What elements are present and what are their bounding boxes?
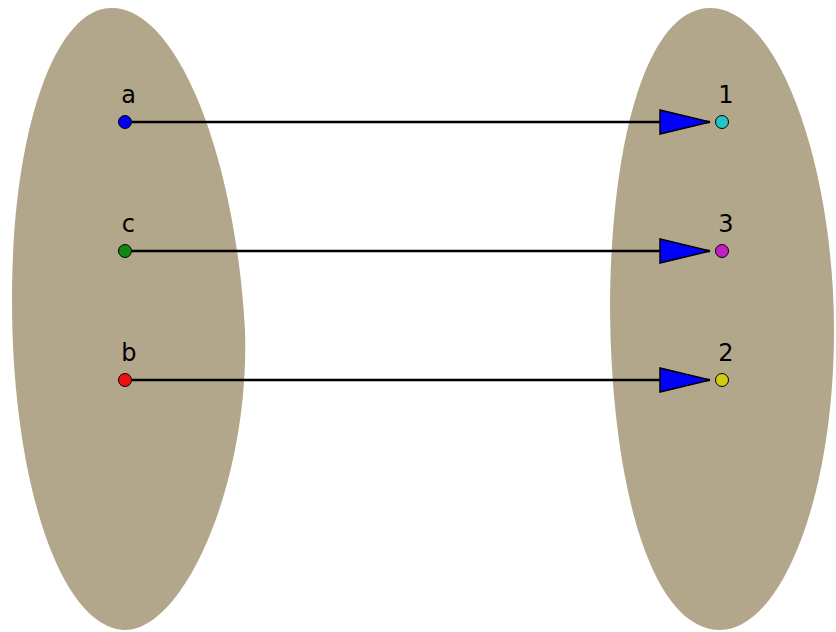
set-element: a — [118, 115, 132, 129]
element-label: b — [121, 339, 136, 367]
mapping-arrow — [132, 110, 710, 134]
element-label: 2 — [718, 339, 733, 367]
set-element: 3 — [715, 244, 729, 258]
element-dot — [715, 115, 729, 129]
set-element: b — [118, 373, 132, 387]
element-label: c — [122, 210, 135, 238]
element-dot — [715, 373, 729, 387]
mapping-line — [132, 379, 710, 382]
element-dot — [118, 115, 132, 129]
element-dot — [118, 373, 132, 387]
arrow-head — [660, 368, 710, 392]
arrow-head — [660, 110, 710, 134]
element-dot — [118, 244, 132, 258]
element-label: a — [121, 81, 136, 109]
arrow-head — [660, 239, 710, 263]
set-element: 2 — [715, 373, 729, 387]
element-label: 3 — [718, 210, 733, 238]
domain-set — [12, 8, 245, 630]
mapping-arrow — [132, 239, 710, 263]
mapping-line — [132, 121, 710, 124]
element-label: 1 — [718, 81, 733, 109]
element-dot — [715, 244, 729, 258]
set-element: 1 — [715, 115, 729, 129]
codomain-set — [610, 8, 834, 630]
set-element: c — [118, 244, 132, 258]
mapping-arrow — [132, 368, 710, 392]
mapping-line — [132, 250, 710, 253]
